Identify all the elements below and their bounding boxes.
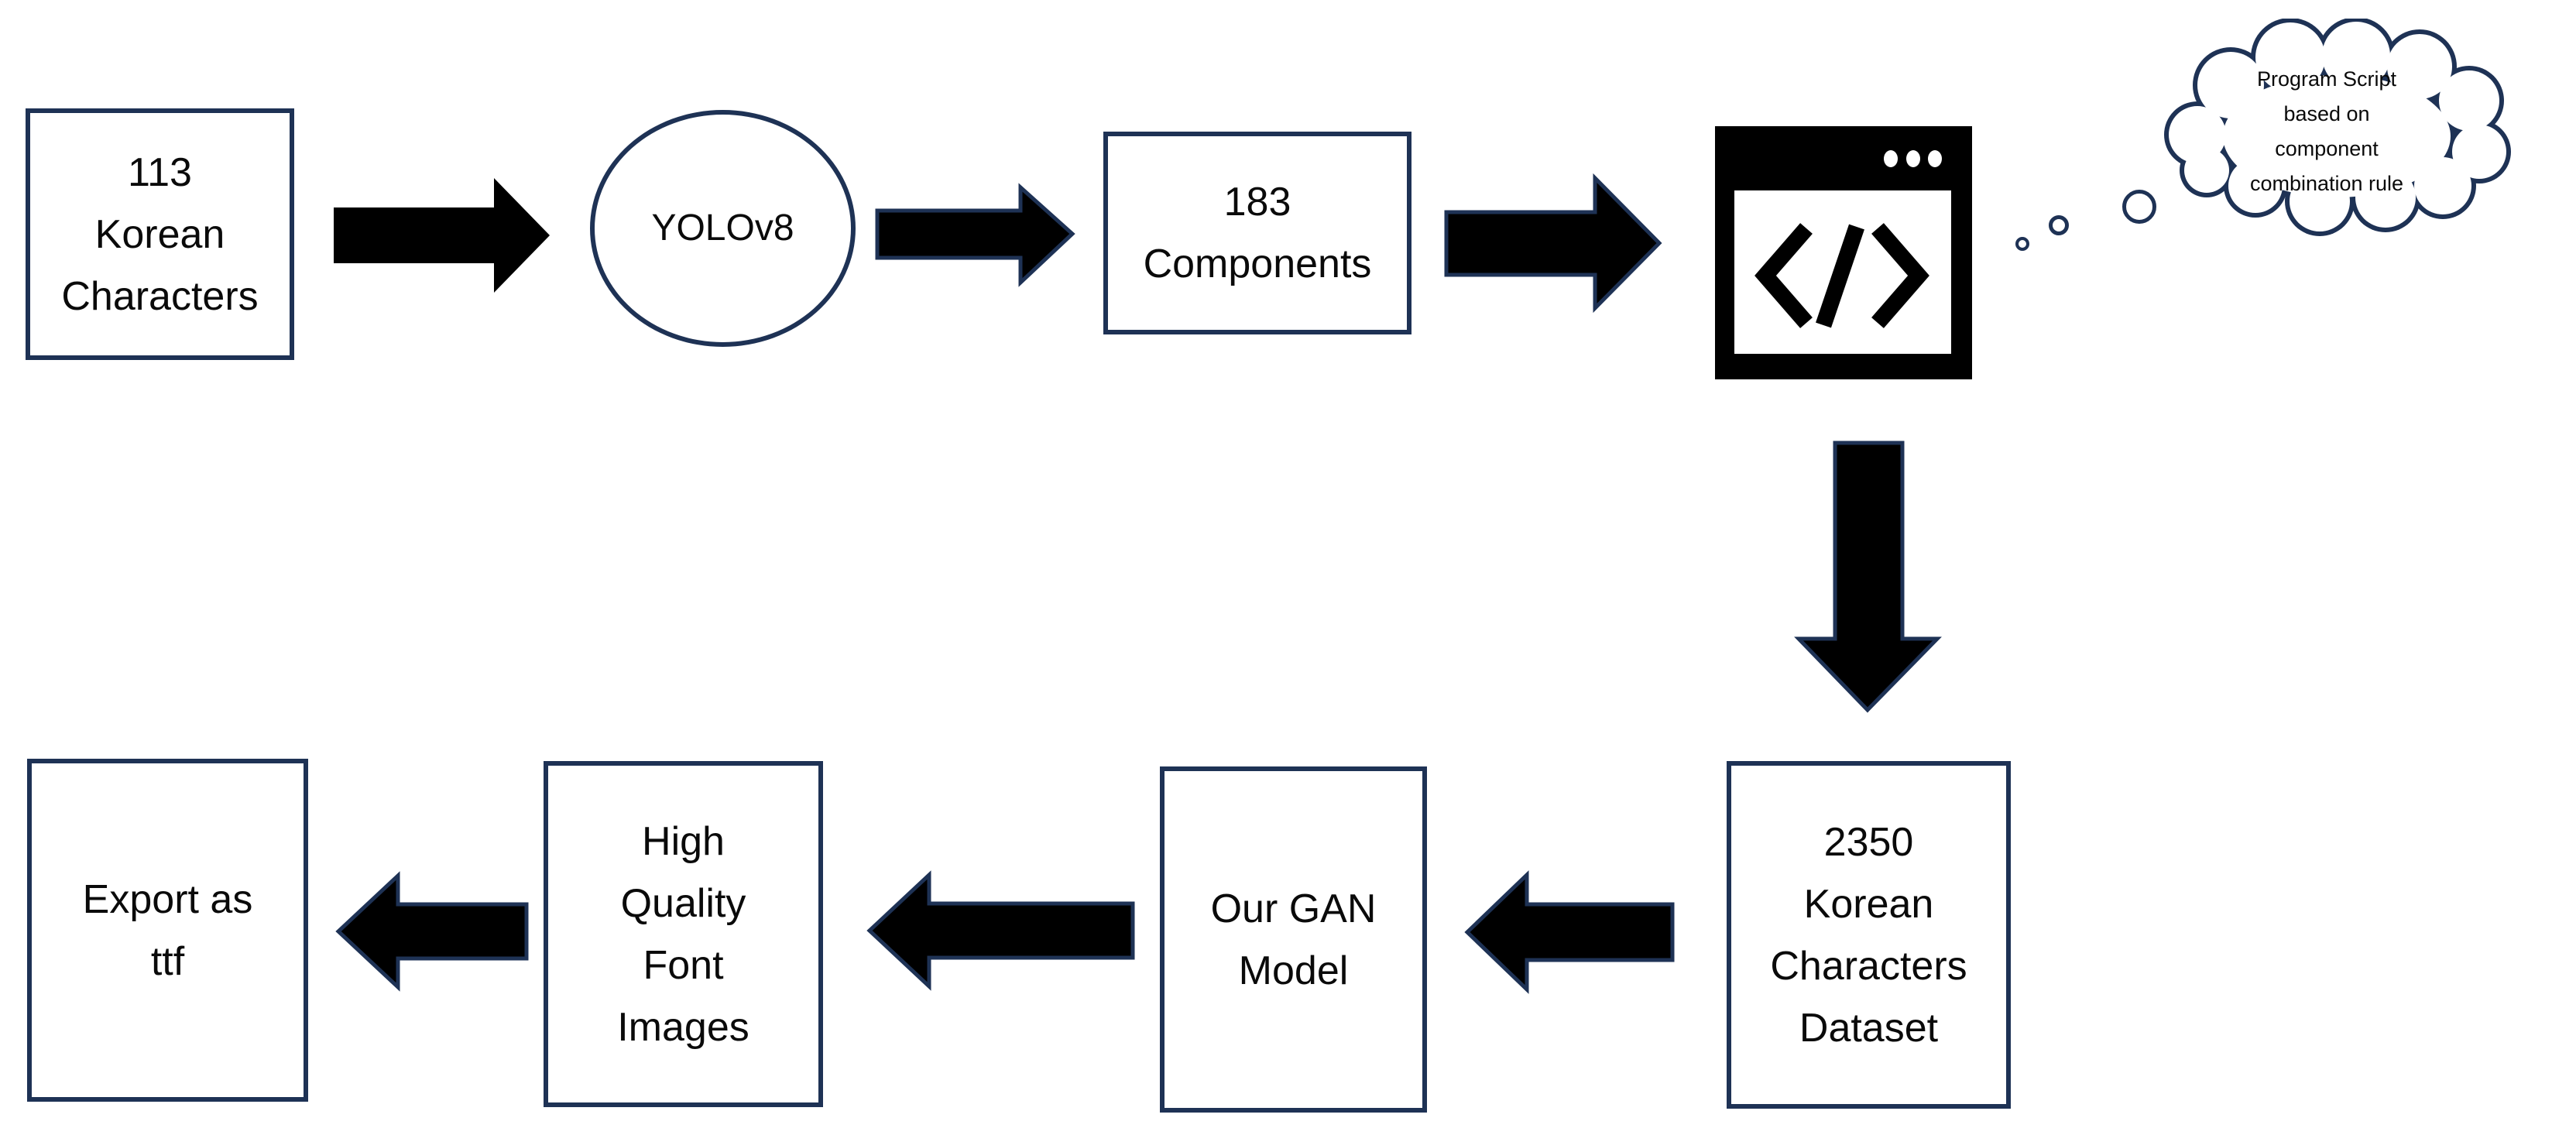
node-label-line: Components: [1143, 242, 1372, 286]
node-label-line: 113: [128, 149, 192, 195]
thought-trail-circle: [2122, 190, 2156, 224]
node-label-line: Images: [617, 1004, 749, 1050]
window-dot-icon: [1884, 150, 1898, 167]
arrow-gan-to-font-images-icon: [866, 870, 1135, 991]
node-183-components: 183 Components: [1103, 132, 1411, 334]
node-label-line: Model: [1238, 948, 1349, 993]
node-label-line: Characters: [1770, 943, 1967, 989]
arrow-113-to-yolov8-icon: [334, 178, 550, 293]
code-slash-glyph-icon: [1754, 223, 1929, 328]
node-label-line: High: [642, 818, 725, 864]
arrow-yolov8-to-183-icon: [875, 183, 1075, 287]
arrow-dataset-to-gan-icon: [1464, 870, 1675, 994]
node-label-line: Korean: [94, 211, 225, 257]
node-label-line: 183: [1223, 180, 1291, 225]
thought-trail-circle: [2015, 237, 2029, 251]
node-label-line: Our GAN: [1210, 886, 1377, 931]
node-label-line: 2350: [1823, 819, 1914, 865]
window-dot-icon: [1928, 150, 1942, 167]
window-dot-icon: [1906, 150, 1920, 167]
arrow-183-to-code-window-icon: [1444, 173, 1662, 314]
cloud-text-line: component: [2275, 137, 2379, 160]
node-label-line: Characters: [61, 273, 259, 319]
node-yolov8-ellipse: YOLOv8: [590, 110, 856, 347]
node-label-line: Korean: [1803, 881, 1934, 927]
code-window-icon: [1715, 126, 1972, 379]
node-label-line: YOLOv8: [651, 207, 794, 249]
cloud-text-line: based on: [2283, 102, 2370, 125]
node-113-korean-characters: 113 Korean Characters: [26, 108, 294, 360]
node-high-quality-font-images: High Quality Font Images: [544, 761, 823, 1107]
thought-cloud-icon: [2164, 19, 2511, 236]
node-label-line: Export as: [82, 876, 253, 922]
node-label-line: Font: [643, 942, 724, 988]
thought-cloud-text: Program Script based on component combin…: [2172, 62, 2482, 201]
arrow-code-window-to-dataset-icon: [1794, 441, 1942, 713]
node-export-as-ttf: Export as ttf: [27, 759, 308, 1102]
node-our-gan-model: Our GAN Model: [1160, 766, 1427, 1113]
node-label-line: Dataset: [1799, 1005, 1939, 1051]
cloud-text-line: combination rule: [2249, 172, 2404, 195]
cloud-text-line: Program Script: [2256, 67, 2397, 91]
node-label-line: Quality: [620, 880, 746, 926]
thought-trail-circle: [2049, 215, 2069, 235]
arrow-font-images-to-export-icon: [335, 871, 529, 992]
node-label-line: ttf: [150, 938, 185, 984]
node-2350-korean-characters-dataset: 2350 Korean Characters Dataset: [1727, 761, 2011, 1109]
